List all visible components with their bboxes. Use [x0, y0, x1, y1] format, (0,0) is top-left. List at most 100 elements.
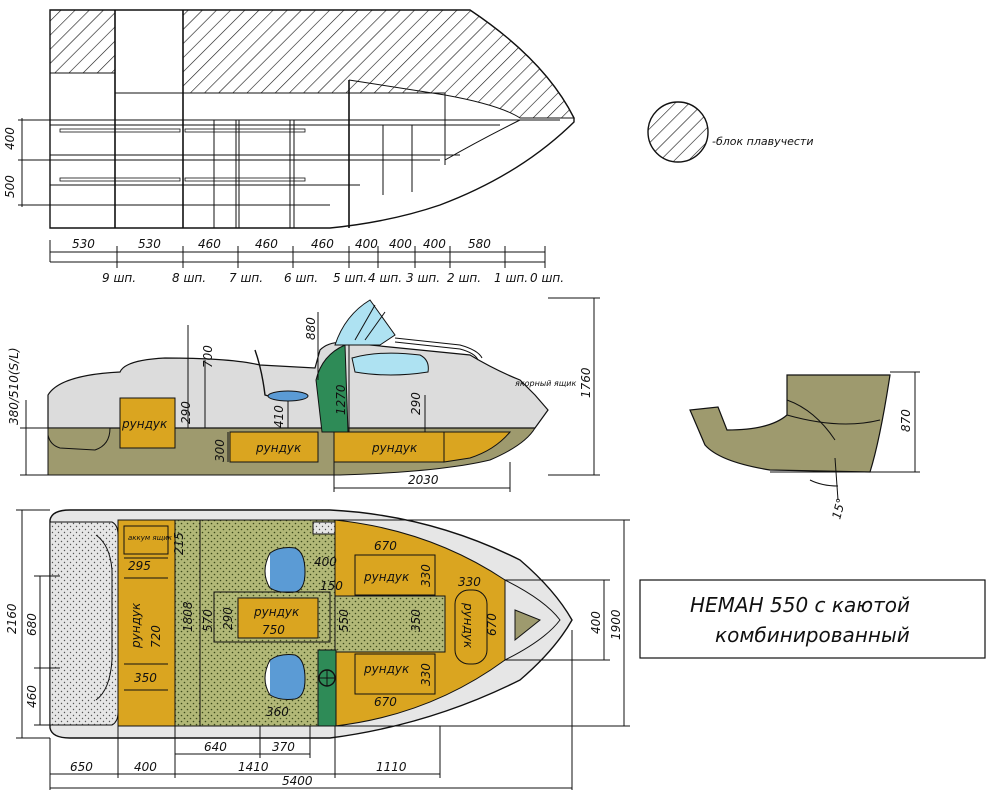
bottom-dim-5400: 5400	[282, 774, 313, 788]
side-seat	[254, 349, 276, 399]
buoyancy-legend: -блок плавучести	[647, 101, 813, 163]
dim-670-bottom: 670	[374, 695, 397, 709]
battery-box-label: аккум ящик	[128, 534, 173, 542]
dim-570: 570	[201, 609, 215, 632]
frame-2: 2 шп.	[447, 271, 481, 285]
buoyancy-block-stern	[49, 9, 116, 74]
plan-stern-platform	[49, 521, 119, 726]
dim-290-cabin: 290	[409, 392, 423, 415]
dim-1760: 1760	[579, 367, 593, 398]
dim-460: 460	[25, 685, 39, 708]
dim-360: 360	[266, 705, 289, 719]
dim-1808: 1808	[181, 601, 195, 632]
dim-750: 750	[262, 623, 285, 637]
plan-cabin-passage	[334, 595, 446, 653]
dim-370: 370	[272, 740, 295, 754]
dim-500-height: 500	[3, 175, 17, 198]
spacing-580: 580	[468, 237, 491, 251]
side-stern-block	[47, 427, 111, 451]
seat-top	[266, 547, 306, 593]
side-locker-cabin	[333, 431, 445, 463]
buoyancy-block-bow	[182, 9, 575, 119]
dim-670-top: 670	[374, 539, 397, 553]
spacing-530-b: 530	[138, 237, 161, 251]
dim-880: 880	[304, 317, 318, 340]
title-line-1: НЕМАН 550 с каютой	[690, 593, 910, 617]
dim-2160: 2160	[5, 603, 19, 634]
dim-1900: 1900	[609, 609, 623, 640]
plan-locker-bow	[454, 589, 488, 665]
side-locker-cabin-label: рундук	[371, 441, 418, 455]
dim-700: 700	[201, 345, 215, 368]
plan-locker-top-label: рундук	[363, 570, 410, 584]
plan-locker-bottom	[354, 653, 436, 695]
dim-400-height: 400	[3, 127, 17, 150]
plan-locker-center	[237, 597, 319, 639]
spacing-460-b: 460	[255, 237, 278, 251]
plan-console	[317, 649, 337, 727]
frame-6: 6 шп.	[284, 271, 318, 285]
spacing-460-c: 460	[311, 237, 334, 251]
frame-8: 8 шп.	[172, 271, 206, 285]
spacing-460-a: 460	[198, 237, 221, 251]
frame-0: 0 шп.	[530, 271, 564, 285]
dim-290: 290	[221, 607, 235, 630]
spacing-400-a: 400	[355, 237, 378, 251]
dim-330-bottom: 330	[419, 663, 433, 686]
dim-350-stern: 350	[134, 671, 157, 685]
side-cabin-window	[351, 352, 429, 376]
dim-550: 550	[337, 609, 351, 632]
dim-295: 295	[128, 559, 151, 573]
dim-215: 215	[172, 532, 186, 555]
dim-2030: 2030	[408, 473, 439, 487]
side-locker-mid	[229, 431, 319, 463]
dim-330-top: 330	[419, 564, 433, 587]
plan-locker-center-label: рундук	[253, 605, 300, 619]
dim-150: 150	[320, 579, 343, 593]
dim-330-bow: 330	[458, 575, 481, 589]
side-locker-bow	[443, 431, 512, 463]
bottom-dim-650: 650	[70, 760, 93, 774]
dim-290-stern: 290	[179, 401, 193, 424]
bottom-dim-1110: 1110	[376, 760, 407, 774]
dim-670-bow: 670	[485, 613, 499, 636]
frame-3: 3 шп.	[406, 271, 440, 285]
dim-350-passage: 350	[409, 609, 423, 632]
side-locker-stern	[119, 397, 176, 449]
dim-410: 410	[272, 405, 286, 428]
bottom-dim-400: 400	[134, 760, 157, 774]
bottom-dim-1410: 1410	[238, 760, 269, 774]
spacing-400-b: 400	[389, 237, 412, 251]
top-structure-view: 400 500 530 530 460 460 460 400 400 400 …	[3, 9, 575, 285]
frame-7: 7 шп.	[229, 271, 263, 285]
section-height: 870	[899, 409, 913, 432]
dim-720: 720	[149, 625, 163, 648]
section-angle: 15°	[829, 497, 848, 521]
side-view: рундук рундук рундук якорный ящик 380/51…	[7, 297, 600, 492]
plan-anchor-hatch	[514, 609, 541, 642]
frame-5: 5 шп.	[333, 271, 367, 285]
seat-bottom	[266, 654, 306, 700]
spacing-530-a: 530	[72, 237, 95, 251]
legend-hatched-circle	[647, 101, 709, 163]
side-locker-mid-label: рундук	[255, 441, 302, 455]
spacing-400-c: 400	[423, 237, 446, 251]
plan-locker-bow-label: рундук	[461, 602, 475, 649]
dim-400-bow: 400	[589, 611, 603, 634]
side-anchor-locker-label: якорный ящик	[515, 379, 576, 388]
title-frame	[639, 579, 986, 659]
section-view: 870 15°	[689, 371, 920, 521]
section-shape	[689, 374, 891, 473]
plan-view: аккум ящик рундук рундук рундук рундук р…	[5, 509, 630, 790]
frame-ticks	[116, 246, 546, 268]
frame-4: 4 шп.	[368, 271, 402, 285]
side-seat-cushion	[267, 390, 309, 402]
title-line-2: комбинированный	[715, 623, 910, 647]
plan-locker-top	[354, 554, 436, 596]
plan-locker-stern-label: рундук	[129, 602, 143, 649]
hull-outline-top	[49, 9, 575, 229]
battery-box	[123, 525, 169, 555]
legend-label: -блок плавучести	[712, 135, 813, 148]
side-locker-stern-label: рундук	[121, 417, 168, 431]
